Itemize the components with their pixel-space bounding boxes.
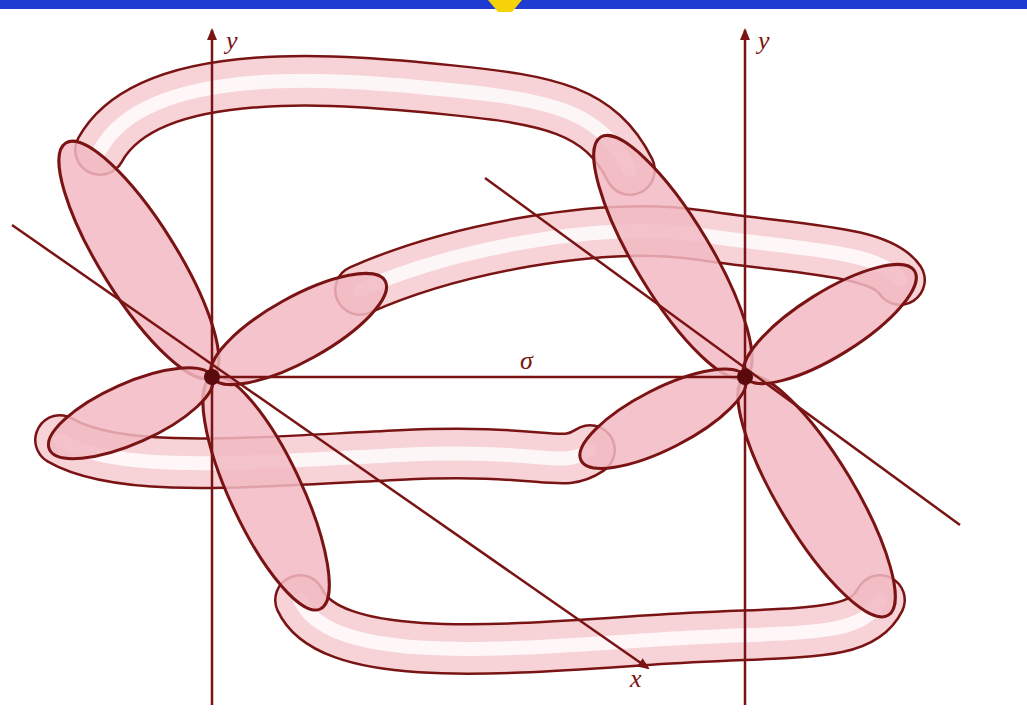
axis-label: x [628,666,644,692]
axis-label: y [224,28,240,54]
coordinate-axes [12,30,960,705]
axis-label: y [756,28,772,54]
atom-nuclei [204,369,753,385]
d-orbital-lobes [34,117,932,634]
top-bar-marker [488,0,522,12]
bond-label: σ [518,348,535,374]
